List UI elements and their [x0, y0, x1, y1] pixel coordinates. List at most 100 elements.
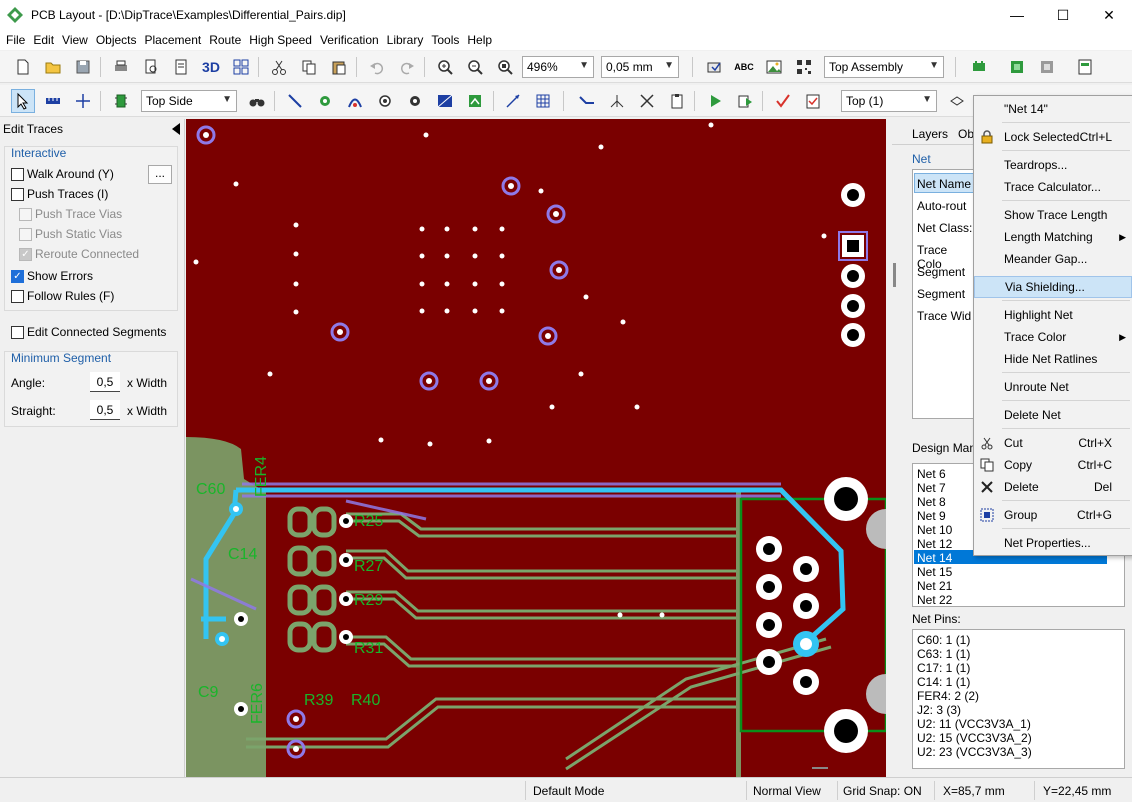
list-item[interactable]: C17: 1 (1) — [917, 661, 971, 675]
crosshair-icon[interactable] — [71, 89, 95, 113]
drc-report-icon[interactable] — [801, 89, 825, 113]
menu-placement[interactable]: Placement — [144, 33, 202, 47]
zoom-in-icon[interactable] — [433, 55, 457, 79]
menu-file[interactable]: File — [6, 33, 26, 47]
net-prop-trace-width[interactable]: Trace Wid — [917, 309, 972, 323]
list-item[interactable]: Net 21 — [917, 579, 953, 593]
copy-icon[interactable] — [297, 55, 321, 79]
splitter-handle[interactable] — [893, 263, 896, 287]
menu-item-meander-gap[interactable]: Meander Gap... — [1004, 252, 1088, 266]
menu-item-highlight-net[interactable]: Highlight Net — [1004, 308, 1073, 322]
grid-icon[interactable] — [531, 89, 555, 113]
tab-layers[interactable]: Layers — [912, 127, 949, 141]
menu-tools[interactable]: Tools — [431, 33, 460, 47]
list-item[interactable]: J2: 3 (3) — [917, 703, 962, 717]
close-button[interactable]: ✕ — [1103, 6, 1115, 23]
net-prop-segment-1[interactable]: Segment — [917, 265, 966, 279]
edit-connected-segments-checkbox[interactable] — [11, 325, 24, 339]
list-item[interactable]: C14: 1 (1) — [917, 675, 971, 689]
unroute-icon[interactable] — [635, 89, 659, 113]
zoom-fit-icon[interactable] — [493, 55, 517, 79]
menu-item-trace-color[interactable]: Trace Color▶ — [1004, 330, 1126, 344]
net-prop-name[interactable]: Net Name — [917, 177, 972, 191]
layer-tool-icon[interactable] — [945, 89, 969, 113]
hole-icon[interactable] — [403, 89, 427, 113]
image-icon[interactable] — [762, 55, 786, 79]
minimize-button[interactable]: — — [1010, 7, 1024, 23]
menu-item-delete-net[interactable]: Delete Net — [1004, 408, 1061, 422]
zoom-combo[interactable]: 496%▼ — [522, 56, 594, 78]
list-item[interactable]: Net 22 — [917, 593, 953, 607]
menu-item-show-trace-length[interactable]: Show Trace Length — [1004, 208, 1108, 222]
menu-edit[interactable]: Edit — [33, 33, 55, 47]
menu-item-teardrops[interactable]: Teardrops... — [1004, 158, 1068, 172]
dimension-icon[interactable] — [501, 89, 525, 113]
copper-pour-icon[interactable] — [433, 89, 457, 113]
open-folder-icon[interactable] — [41, 55, 65, 79]
follow-rules-checkbox[interactable] — [11, 289, 24, 303]
place-pad-icon[interactable] — [313, 89, 337, 113]
paste-icon[interactable] — [327, 55, 351, 79]
menu-item-trace-calculator[interactable]: Trace Calculator... — [1004, 180, 1101, 194]
show-errors-checkbox[interactable]: ✓ — [11, 269, 24, 283]
pcb-canvas[interactable]: R25 R27 R29 R31 R39 R40 C60 C14 C9 FER4 … — [186, 119, 886, 777]
walk-around-settings-button[interactable]: ... — [148, 165, 172, 184]
show-errors-option[interactable]: ✓ Show Errors — [11, 269, 93, 283]
clipboard-icon[interactable] — [665, 89, 689, 113]
list-item[interactable]: U2: 11 (VCC3V3A_1) — [917, 717, 1031, 731]
menu-item-net-properties[interactable]: Net Properties... — [1004, 536, 1091, 550]
menu-item-unroute-net[interactable]: Unroute Net — [1004, 380, 1069, 394]
view-3d-button[interactable]: 3D — [202, 59, 220, 75]
drc-check-icon[interactable] — [771, 89, 795, 113]
menu-item-via-shielding[interactable]: Via Shielding... — [974, 276, 1132, 298]
place-component-icon[interactable] — [967, 55, 991, 79]
list-item[interactable]: U2: 23 (VCC3V3A_3) — [917, 745, 1032, 759]
trace-tool-icon[interactable] — [575, 89, 599, 113]
edit-connected-segments-option[interactable]: Edit Connected Segments — [11, 325, 166, 339]
text-abc-icon[interactable]: ABC — [734, 62, 754, 72]
list-item[interactable]: C60: 1 (1) — [917, 633, 971, 647]
layer-combo[interactable]: Top (1)▼ — [841, 90, 937, 112]
unroute-board-icon[interactable] — [1035, 55, 1059, 79]
menu-objects[interactable]: Objects — [95, 33, 137, 47]
menu-help[interactable]: Help — [467, 33, 493, 47]
menu-item-length-matching[interactable]: Length Matching▶ — [1004, 230, 1126, 244]
list-item[interactable]: Net 8 — [917, 495, 946, 509]
list-item[interactable]: C63: 1 (1) — [917, 647, 971, 661]
measure-icon[interactable] — [41, 89, 65, 113]
list-item[interactable]: Net 9 — [917, 509, 946, 523]
redo-icon[interactable] — [395, 55, 419, 79]
run-play-icon[interactable] — [703, 89, 727, 113]
list-item[interactable]: U2: 15 (VCC3V3A_2) — [917, 731, 1032, 745]
via-icon[interactable] — [373, 89, 397, 113]
net-pins-list[interactable]: C60: 1 (1) C63: 1 (1) C17: 1 (1) C14: 1 … — [912, 629, 1125, 769]
fanout-icon[interactable] — [605, 89, 629, 113]
pcb-board-view[interactable]: R25 R27 R29 R31 R39 R40 C60 C14 C9 FER4 … — [186, 119, 886, 777]
list-item[interactable]: Net 15 — [917, 565, 953, 579]
list-item[interactable]: Net 7 — [917, 481, 946, 495]
list-item-selected[interactable]: Net 14 — [917, 551, 953, 565]
tab-objects[interactable]: Ob — [958, 127, 975, 141]
menu-view[interactable]: View — [62, 33, 88, 47]
collapse-panel-icon[interactable] — [172, 123, 180, 135]
net-prop-segment-2[interactable]: Segment — [917, 287, 966, 301]
maximize-button[interactable]: ☐ — [1056, 6, 1070, 23]
push-traces-option[interactable]: Push Traces (I) — [11, 187, 108, 201]
list-item[interactable]: Net 10 — [917, 523, 953, 537]
route-board-icon[interactable] — [1005, 55, 1029, 79]
angle-input[interactable]: 0,5 — [90, 372, 120, 392]
print-icon[interactable] — [109, 55, 133, 79]
menu-verification[interactable]: Verification — [319, 33, 379, 47]
design-check-icon[interactable] — [1073, 55, 1097, 79]
component-properties-icon[interactable] — [702, 55, 726, 79]
menu-high-speed[interactable]: High Speed — [249, 33, 312, 47]
list-item[interactable]: FER4: 2 (2) — [917, 689, 980, 703]
binoculars-icon[interactable] — [245, 89, 269, 113]
push-traces-checkbox[interactable] — [11, 187, 24, 201]
board-outline-icon[interactable] — [463, 89, 487, 113]
panelize-icon[interactable] — [229, 55, 253, 79]
